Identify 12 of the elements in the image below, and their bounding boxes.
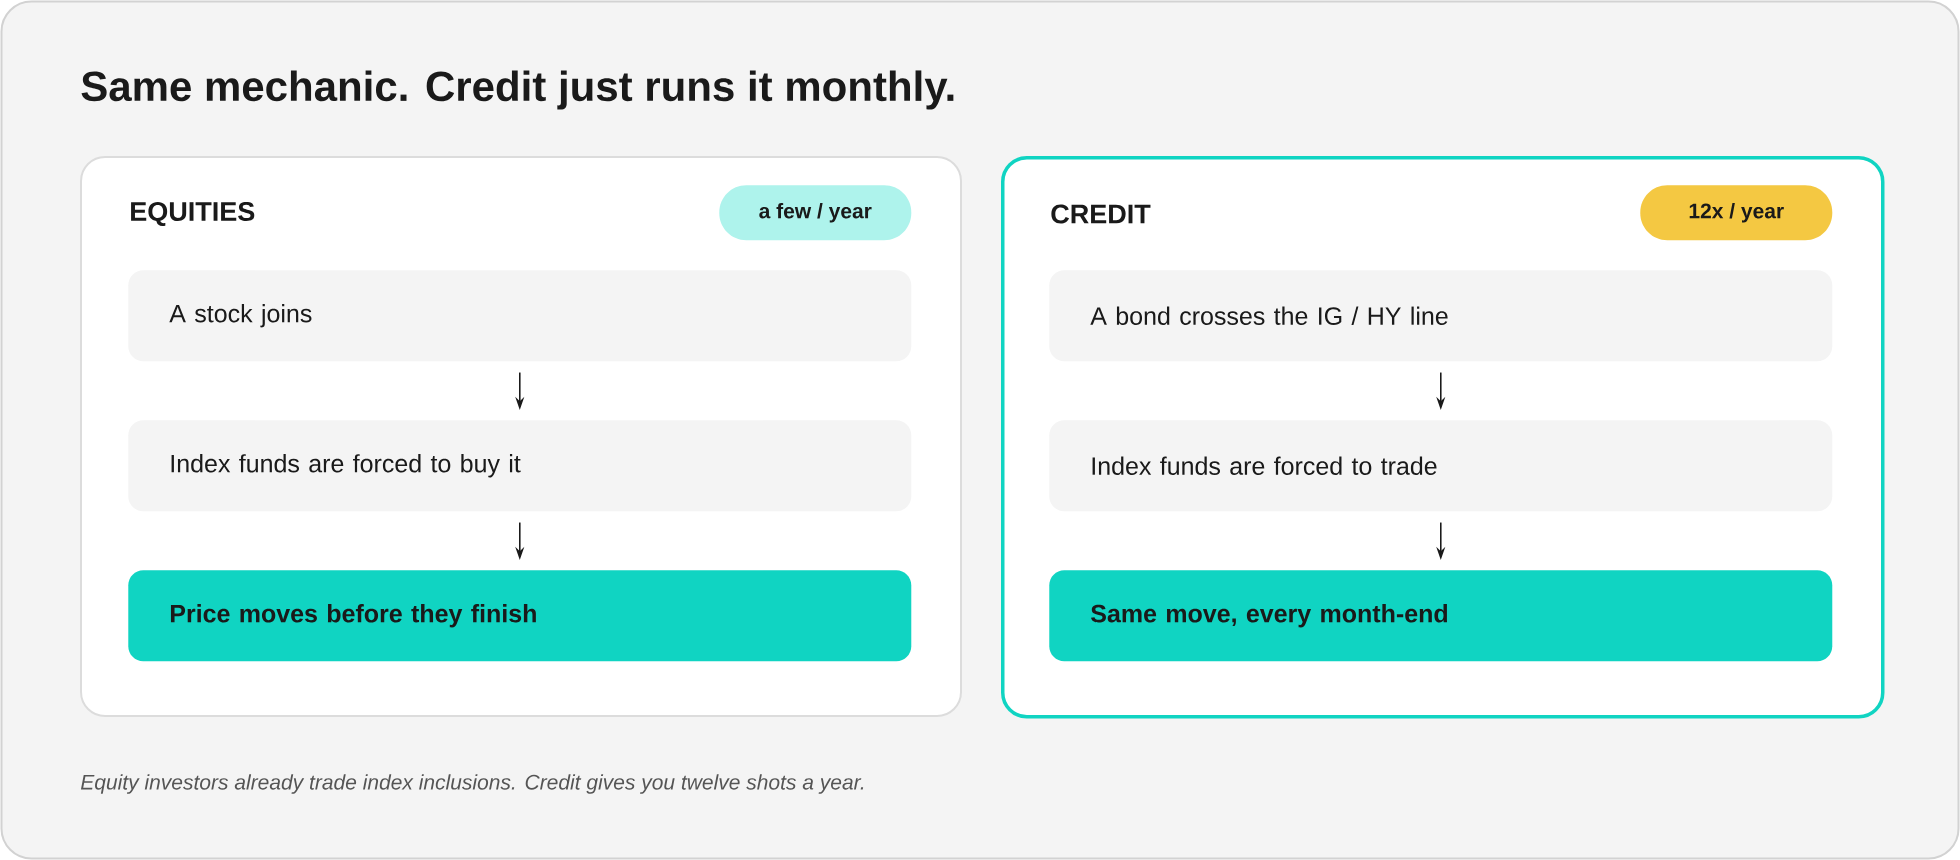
badge: a few / year — [719, 185, 912, 241]
caption: Equity investors already trade index inclusions. Credit gives you twelve shots a year. — [80, 774, 864, 794]
step-box: A bond crosses the IG / HY line — [1049, 270, 1833, 362]
step-box: Index funds are forced to buy it — [128, 420, 912, 512]
step-box: A stock joins — [128, 270, 912, 362]
panel-heading: CREDIT — [1051, 204, 1151, 224]
title: Same mechanic. Credit just runs it monthly. — [81, 70, 954, 110]
step-box: Index funds are forced to trade — [1049, 420, 1833, 512]
highlighted-box: Price moves before they finish — [128, 570, 912, 662]
panel-heading: EQUITIES — [131, 201, 255, 227]
highlighted-box: Same move, every month-end — [1049, 570, 1833, 662]
badge: 12x / year — [1640, 185, 1833, 241]
